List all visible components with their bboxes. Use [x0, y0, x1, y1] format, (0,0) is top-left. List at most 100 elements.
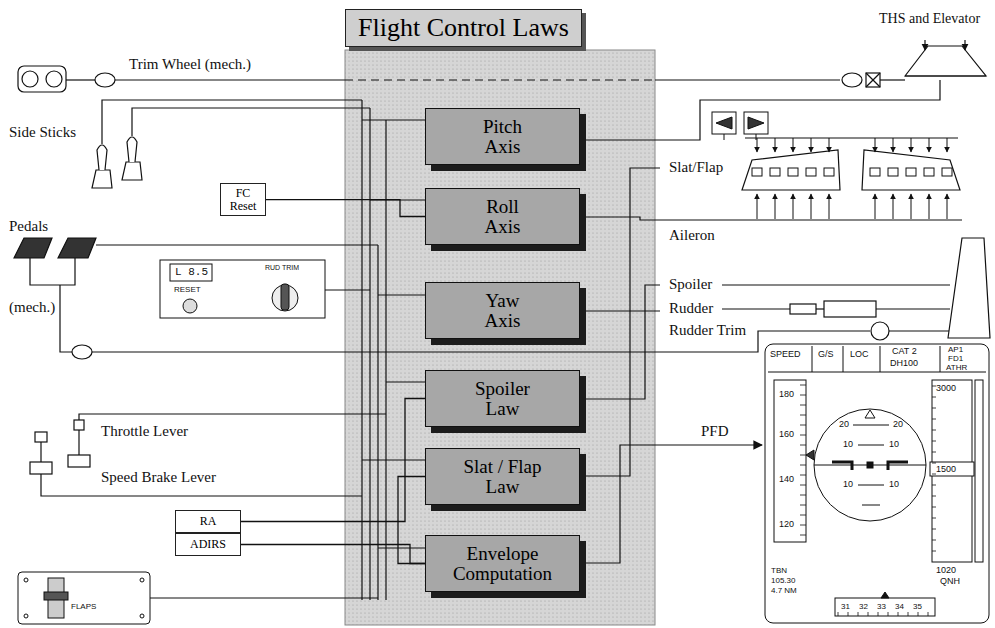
node-label: Slat / Flap Law	[453, 457, 553, 497]
tape-ticks	[800, 525, 806, 526]
signal-bus	[385, 120, 386, 600]
rudder-trim-panel	[160, 260, 370, 318]
display-readout: 10	[843, 480, 853, 489]
primary-flight-display	[865, 410, 875, 418]
tape-ticks	[932, 496, 936, 497]
display-readout: 105.30	[771, 577, 795, 585]
surface-actuators	[757, 194, 758, 219]
primary-flight-display	[843, 346, 844, 372]
signal-bus	[386, 381, 425, 382]
part-label: FLAPS	[70, 603, 97, 611]
trim-wheel	[95, 73, 115, 87]
trim-wheel	[655, 79, 840, 80]
flaps-lever-panel	[24, 578, 28, 582]
part-label: L 8.5	[174, 267, 209, 279]
tape-ticks	[908, 612, 909, 616]
horizontal-stabilizer	[924, 40, 925, 50]
primary-flight-display	[774, 380, 806, 542]
rudder-pedals	[96, 244, 378, 245]
surface-actuators	[824, 168, 834, 176]
tape-ticks	[800, 445, 806, 446]
rudder-pedals	[889, 330, 950, 331]
tape-ticks	[932, 529, 936, 530]
surface-actuators	[793, 138, 794, 152]
trim-wheel	[866, 73, 880, 87]
primary-flight-display	[832, 462, 852, 470]
input-box: RA	[175, 510, 241, 533]
tape-ticks	[800, 395, 806, 396]
throttle-lever	[35, 432, 47, 442]
law-output-wire	[722, 308, 790, 309]
flaps-lever-panel	[44, 592, 68, 600]
part-label: Rudder	[668, 301, 714, 317]
tape-ticks	[932, 408, 936, 409]
surface-actuators	[924, 168, 934, 176]
trim-wheel	[866, 73, 880, 87]
side-stick	[122, 162, 142, 180]
throttle-lever	[40, 440, 41, 462]
rudder-trim-panel	[281, 284, 289, 310]
primary-flight-display	[940, 346, 941, 372]
trim-indicator	[712, 112, 736, 134]
law-output-wire	[722, 284, 950, 285]
part-label: Pedals	[8, 219, 49, 235]
flaps-lever-panel	[140, 614, 144, 618]
trim-wheel	[880, 79, 905, 80]
primary-flight-display	[812, 346, 813, 372]
tape-ticks	[932, 452, 936, 453]
trim-wheel	[46, 71, 62, 87]
surface-actuators	[757, 138, 758, 152]
tape-ticks	[932, 430, 936, 431]
rudder-actuator	[816, 308, 824, 309]
tape-ticks	[932, 441, 936, 442]
part-label: Aileron	[668, 228, 716, 244]
part-label: Throttle Lever	[100, 424, 189, 440]
law-box: Spoiler Law	[425, 370, 580, 427]
display-readout: 31	[841, 603, 850, 611]
signal-connector	[266, 200, 425, 217]
surface-actuators	[929, 194, 930, 219]
throttle-lever	[74, 420, 84, 430]
throttle-lever	[68, 455, 90, 467]
surface-actuators	[775, 194, 776, 219]
law-box: Envelope Computation	[425, 535, 580, 592]
flaps-lever-panel	[18, 572, 150, 624]
display-readout: 140	[779, 475, 794, 484]
throttle-lever	[79, 414, 386, 420]
tape-ticks	[928, 612, 929, 616]
rudder-trim-panel	[325, 290, 370, 291]
display-readout: 33	[877, 603, 886, 611]
node-label: Spoiler Law	[463, 379, 543, 419]
display-readout: FD1	[948, 355, 963, 363]
trim-indicator	[712, 112, 768, 140]
surface-actuators	[906, 168, 916, 176]
side-stick	[127, 137, 137, 162]
rudder-actuator	[790, 301, 950, 317]
flaps-lever-panel	[140, 578, 144, 582]
display-readout: 1500	[936, 465, 956, 474]
trim-wheel	[866, 73, 880, 87]
surface-actuators	[947, 138, 948, 152]
tape-ticks	[800, 415, 806, 416]
tape-ticks	[800, 475, 806, 476]
tape-ticks	[918, 612, 919, 616]
display-readout: G/S	[818, 350, 834, 359]
primary-flight-display	[765, 344, 989, 623]
surface-actuators	[929, 138, 930, 152]
surface-actuators	[829, 194, 830, 219]
primary-flight-display	[867, 462, 873, 468]
display-readout: ATHR	[946, 364, 967, 372]
rudder-pedals	[30, 258, 75, 285]
tape-ticks	[838, 612, 839, 616]
signal-bus	[362, 100, 425, 600]
tape-ticks	[800, 405, 806, 406]
rudder-pedals	[871, 322, 889, 340]
part-label: PFD	[700, 424, 730, 440]
law-output-wire	[586, 445, 762, 563]
throttle-lever	[30, 414, 386, 496]
trim-indicator	[716, 117, 732, 129]
side-stick	[92, 100, 370, 188]
trim-indicator	[744, 112, 768, 134]
display-readout: 120	[779, 520, 794, 529]
